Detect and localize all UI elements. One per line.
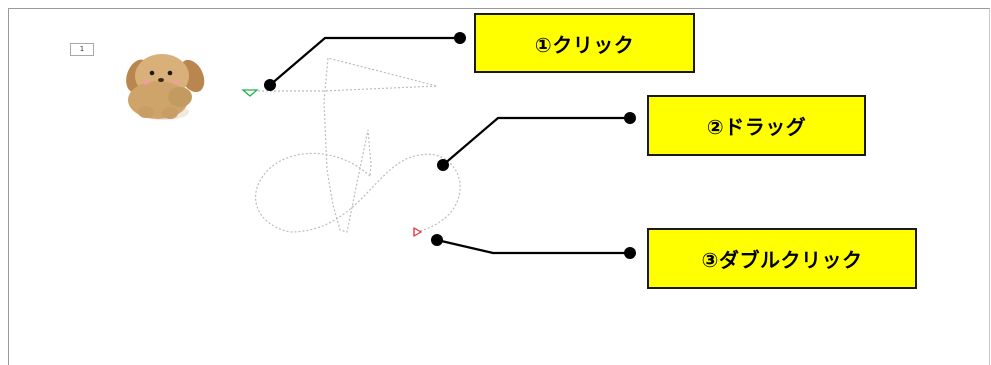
dog-sticker-image	[126, 54, 205, 120]
start-point-marker	[241, 89, 259, 97]
callout-double-click: ③ダブルクリック	[647, 228, 917, 289]
callout-click: ①クリック	[474, 13, 695, 73]
end-point-marker	[413, 226, 423, 238]
leader-line-drag	[437, 112, 636, 171]
page-number: 1	[70, 43, 94, 56]
callout-drag: ②ドラッグ	[647, 95, 866, 156]
stroke-trace	[250, 57, 461, 233]
leader-line-double-click	[431, 234, 636, 259]
leader-line-click	[264, 32, 466, 91]
